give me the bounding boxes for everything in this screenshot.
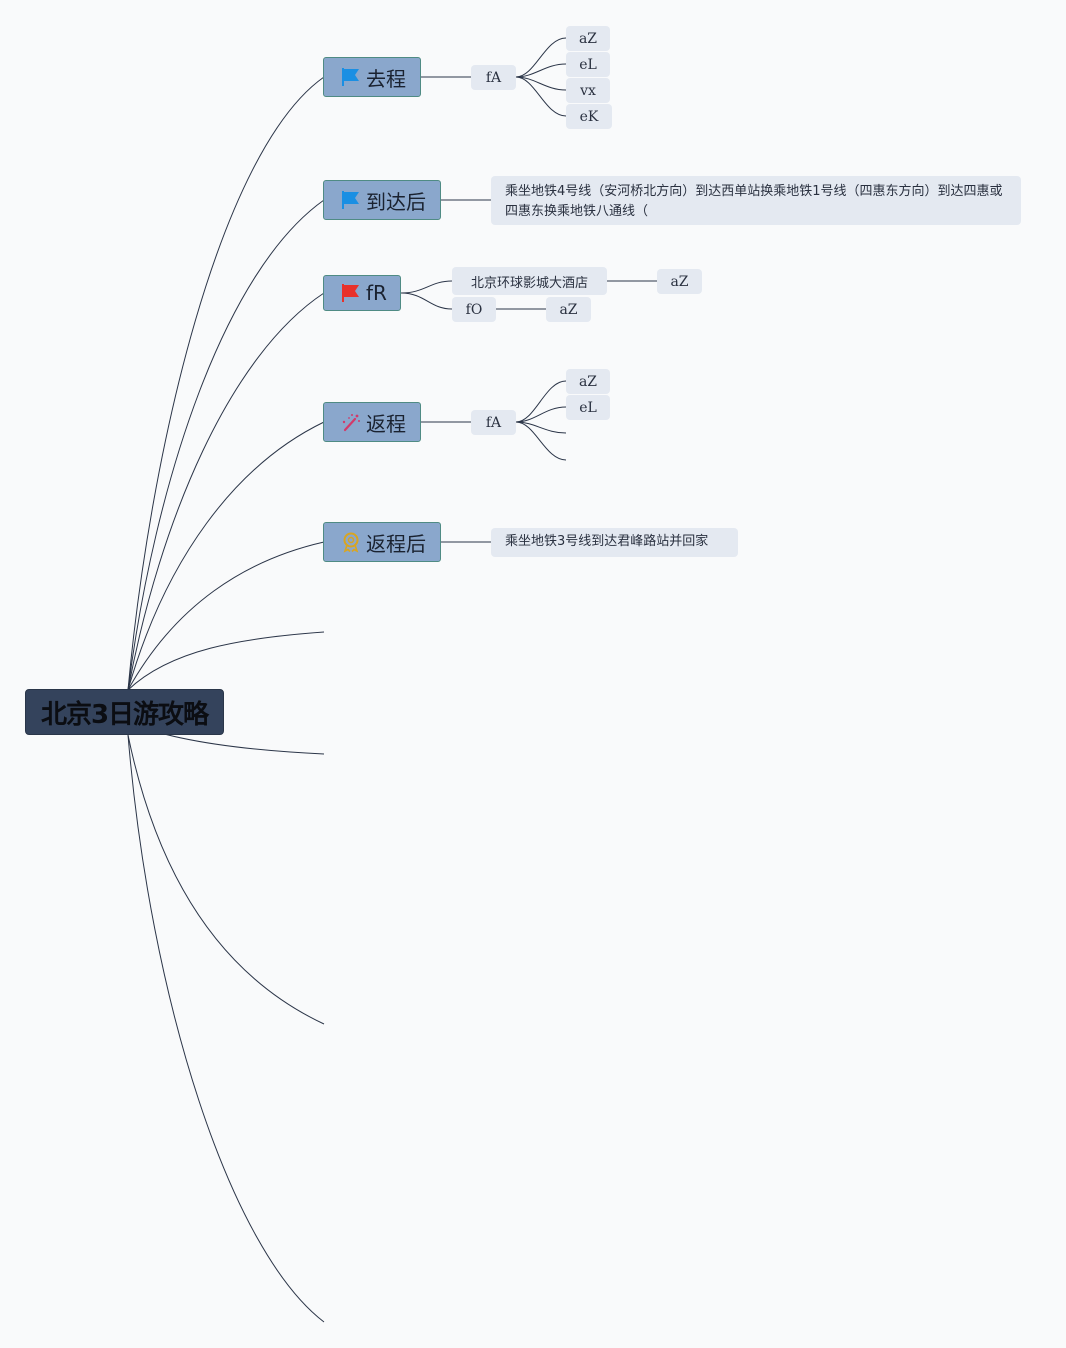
link-root-b4	[127, 421, 325, 691]
subtopic-4-1-2[interactable]: eL	[566, 395, 610, 420]
link-l4-eL	[515, 406, 567, 423]
medal-icon	[340, 531, 362, 553]
link-root-b2	[127, 199, 325, 691]
subtopic-1-1[interactable]: fA	[471, 65, 516, 90]
link-root-b6	[127, 631, 325, 691]
subtopic-1-1-3[interactable]: vx	[566, 78, 610, 103]
branch-topic-5-label: 返程后	[366, 531, 426, 556]
magic-wand-icon	[340, 411, 362, 433]
subtopic-3-fO[interactable]: fO	[452, 297, 496, 322]
branch-topic-2-label: 到达后	[366, 189, 426, 214]
blue-flag-icon	[340, 189, 362, 211]
root-topic[interactable]: 北京3日游攻略	[25, 689, 224, 735]
link-root-b3	[127, 292, 325, 691]
subtopic-3-hotel-1[interactable]: aZ	[657, 269, 702, 294]
subtopic-1-1-2[interactable]: eL	[566, 52, 610, 77]
note-arrival-route[interactable]: 乘坐地铁4号线（安河桥北方向）到达西单站换乘地铁1号线（四惠东方向）到达四惠或四…	[491, 176, 1021, 225]
subtopic-4-1[interactable]: fA	[471, 410, 516, 435]
subtopic-1-1-4[interactable]: eK	[566, 104, 612, 129]
red-flag-icon	[340, 282, 362, 304]
link-b3-fO	[400, 292, 453, 310]
branch-topic-4-label: 返程	[366, 411, 406, 436]
subtopic-3-fO-1[interactable]: aZ	[546, 297, 591, 322]
link-l1-aZ	[515, 37, 567, 78]
branch-topic-5[interactable]: 返程后	[323, 522, 441, 562]
link-l1-eK	[515, 76, 567, 117]
branch-topic-3[interactable]: fR	[323, 275, 401, 311]
subtopic-3-hotel[interactable]: 北京环球影城大酒店	[452, 267, 607, 295]
link-root-b1	[127, 76, 325, 691]
link-b3-hotel	[400, 280, 453, 294]
link-root-b5	[127, 541, 325, 691]
branch-topic-3-label: fR	[366, 281, 387, 305]
connector-lines	[127, 37, 657, 1323]
link-l1-eL	[515, 63, 567, 78]
subtopic-4-1-1[interactable]: aZ	[566, 369, 610, 394]
link-l4-empty2	[515, 421, 567, 461]
subtopic-1-1-1[interactable]: aZ	[566, 26, 610, 51]
branch-topic-1[interactable]: 去程	[323, 57, 421, 97]
root-topic-label: 北京3日游攻略	[40, 699, 209, 730]
link-root-b8	[127, 734, 325, 1025]
branch-topic-4[interactable]: 返程	[323, 402, 421, 442]
link-root-b9	[127, 734, 325, 1323]
blue-flag-icon	[340, 66, 362, 88]
link-l4-aZ	[515, 380, 567, 423]
note-return-route[interactable]: 乘坐地铁3号线到达君峰路站并回家	[491, 528, 738, 557]
branch-topic-1-label: 去程	[366, 66, 406, 91]
branch-topic-2[interactable]: 到达后	[323, 180, 441, 220]
